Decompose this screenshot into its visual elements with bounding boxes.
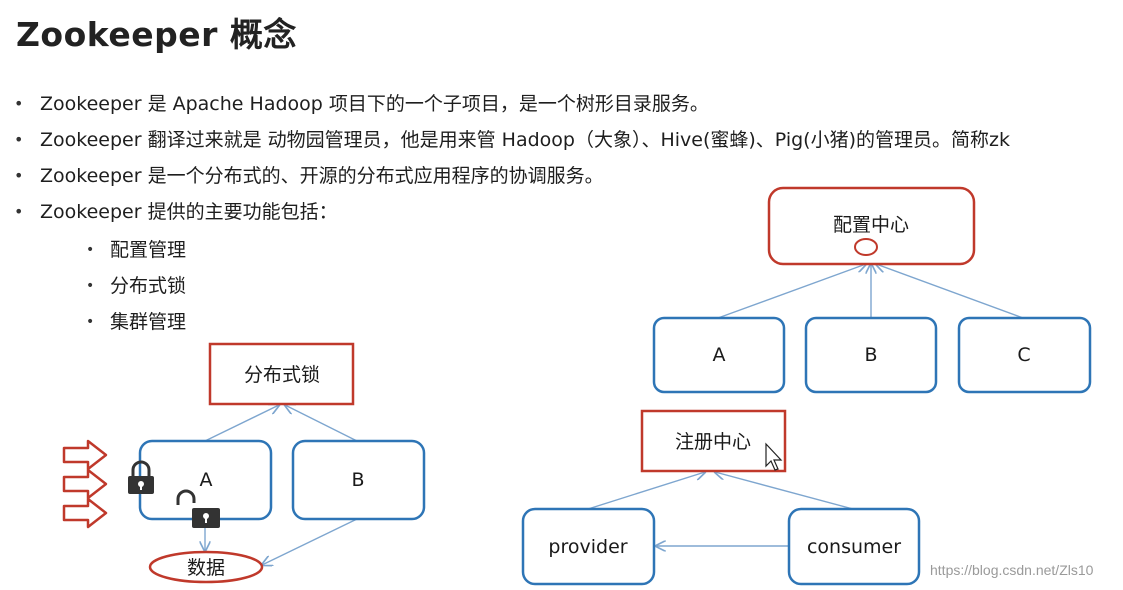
lock-open-icon: [176, 489, 220, 528]
arrow-b-to-data: [262, 518, 358, 565]
lock-node-b: [291, 439, 426, 521]
arrow-a-to-config: [717, 264, 866, 319]
registry-diagram: 注册中心 provider consumer: [521, 409, 921, 586]
consumer-box: [787, 507, 921, 586]
feature-list: 配置管理 分布式锁 集群管理: [86, 236, 186, 344]
config-diagram: 配置中心 A B C: [652, 186, 1092, 394]
lock-label: 分布式锁: [244, 364, 320, 386]
watermark: https://blog.csdn.net/Zls10: [930, 562, 1094, 578]
arrow-b-to-lock: [285, 405, 358, 442]
consumer-label: consumer: [807, 536, 901, 558]
feature-item: 配置管理: [86, 236, 186, 272]
provider-label: provider: [548, 536, 627, 558]
bullet-item: Zookeeper 提供的主要功能包括：: [14, 198, 1010, 234]
feature-item: 分布式锁: [86, 272, 186, 308]
lock-box: [208, 342, 355, 406]
config-center-label: 配置中心: [833, 214, 909, 236]
bullet-list: Zookeeper 是 Apache Hadoop 项目下的一个子项目，是一个树…: [14, 90, 1010, 234]
lock-node-a-label: A: [200, 469, 213, 491]
lock-node-b-label: B: [351, 469, 364, 491]
bullet-item: Zookeeper 是一个分布式的、开源的分布式应用程序的协调服务。: [14, 162, 1010, 198]
page-title: Zookeeper 概念: [16, 15, 297, 54]
bullet-item: Zookeeper 翻译过来就是 动物园管理员，他是用来管 Hadoop（大象）…: [14, 126, 1010, 162]
config-node-c: [957, 316, 1092, 394]
request-arrows: [62, 439, 108, 529]
arrow-c-to-config: [876, 264, 1024, 319]
registry-label: 注册中心: [675, 431, 751, 453]
registry-box: [640, 409, 787, 473]
bullet-item: Zookeeper 是 Apache Hadoop 项目下的一个子项目，是一个树…: [14, 90, 1010, 126]
lock-closed-icon: [128, 460, 154, 494]
provider-box: [521, 507, 656, 586]
request-arrow-icon: [62, 497, 108, 529]
lock-diagram: 分布式锁 A B 数据: [62, 342, 426, 584]
config-node-a-label: A: [713, 344, 726, 366]
request-arrow-icon: [62, 468, 108, 500]
config-node-b: [804, 316, 938, 394]
request-arrow-icon: [62, 439, 108, 471]
arrow-provider-to-registry: [587, 472, 705, 510]
arrow-consumer-to-registry: [715, 472, 854, 510]
config-node-b-label: B: [864, 344, 877, 366]
znode-marker: [854, 238, 878, 256]
config-node-a: [652, 316, 786, 394]
data-ellipse: [148, 550, 264, 584]
config-node-c-label: C: [1017, 344, 1030, 366]
arrow-a-to-lock: [204, 405, 279, 442]
config-center-box: [767, 186, 976, 266]
cursor-icon: [765, 442, 783, 471]
data-label: 数据: [187, 557, 225, 579]
feature-item: 集群管理: [86, 308, 186, 344]
